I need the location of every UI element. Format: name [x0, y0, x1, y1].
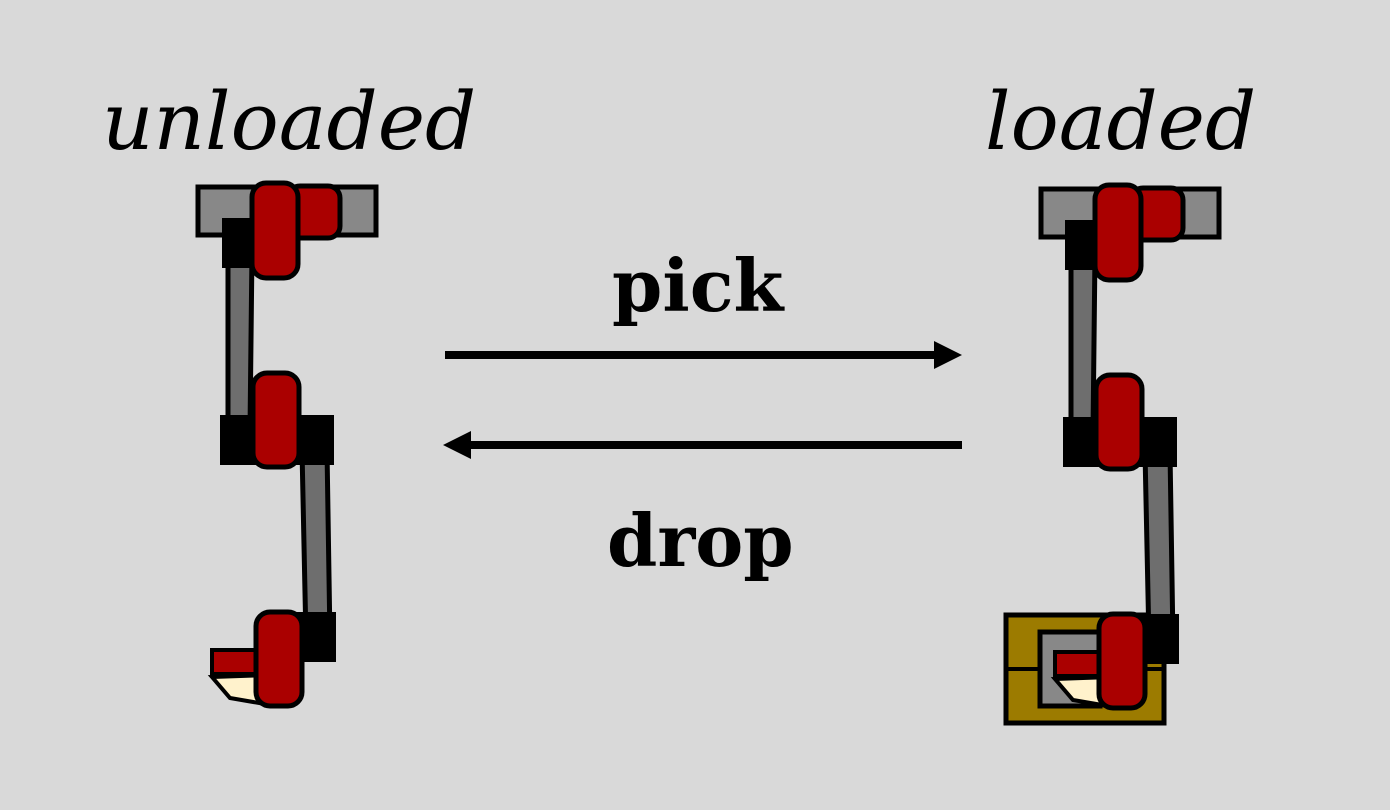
- action-label-pick: pick: [612, 243, 784, 328]
- robot-arm-loaded: [1003, 185, 1219, 726]
- state-label-loaded: loaded: [985, 75, 1257, 168]
- drop-arrow: [443, 431, 962, 459]
- pick-arrow: [445, 341, 962, 369]
- robot-arm-unloaded: [198, 183, 376, 706]
- state-label-unloaded: unloaded: [102, 75, 477, 168]
- action-label-drop: drop: [607, 498, 794, 583]
